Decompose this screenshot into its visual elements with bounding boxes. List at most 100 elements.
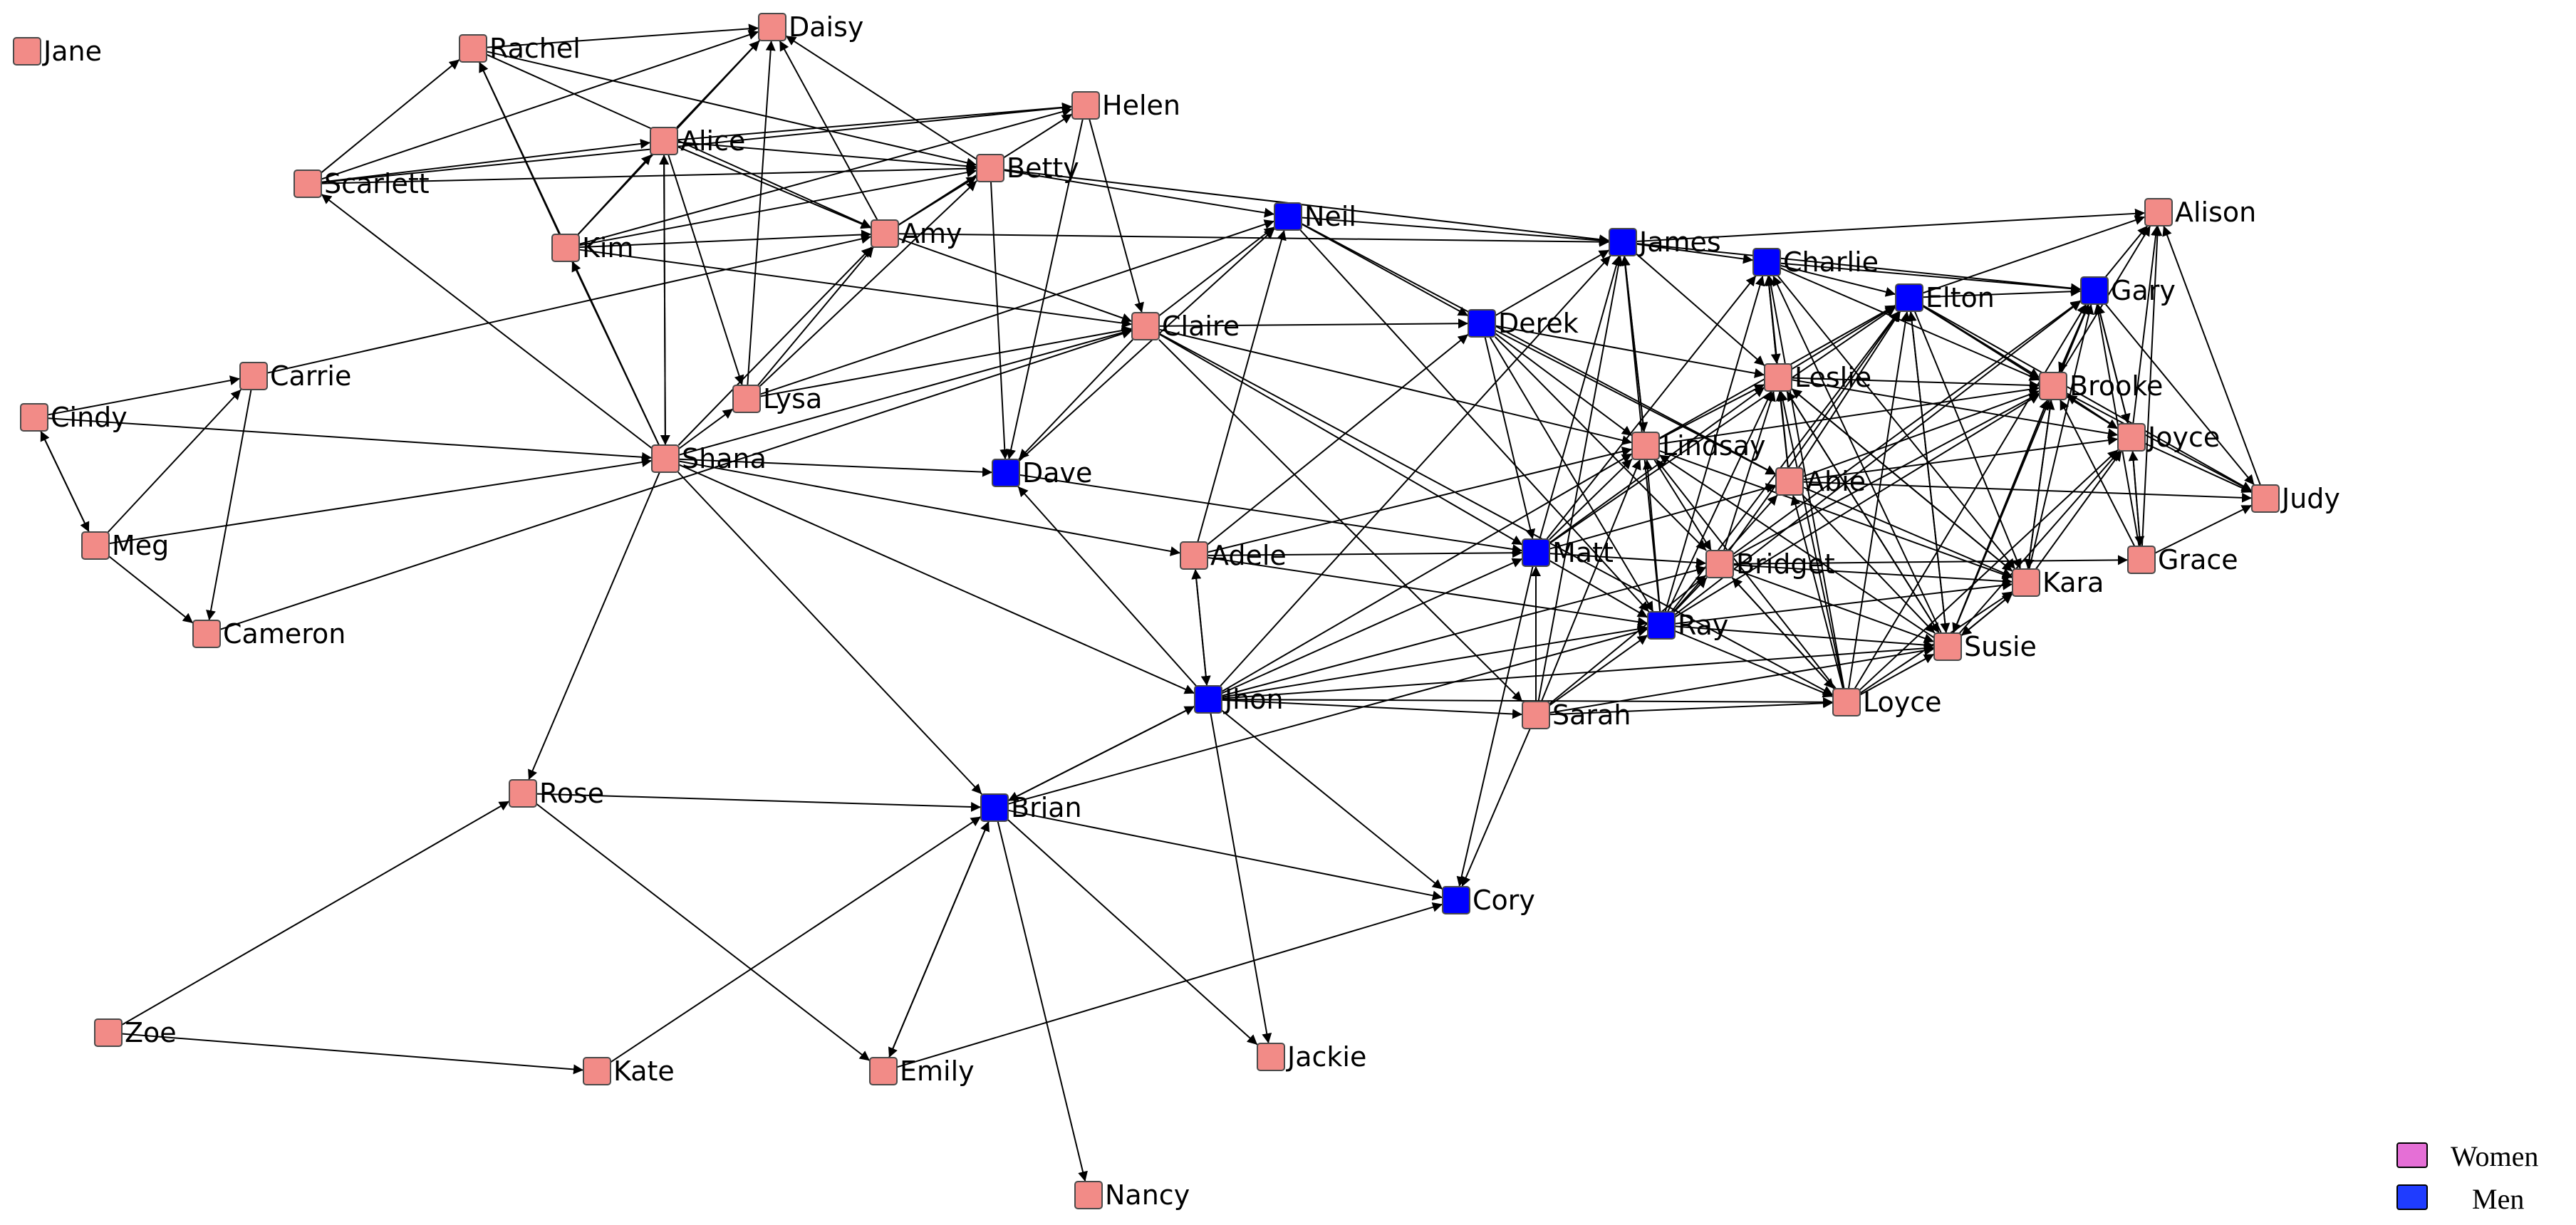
node-betty[interactable]: Betty bbox=[976, 152, 1079, 184]
node-helen[interactable]: Helen bbox=[1071, 90, 1180, 121]
node-brooke[interactable]: Brooke bbox=[2039, 370, 2163, 402]
node-jhon[interactable]: Jhon bbox=[1194, 684, 1284, 715]
node-cory[interactable]: Cory bbox=[1442, 885, 1535, 916]
node-sarah[interactable]: Sarah bbox=[1522, 699, 1631, 731]
node-marker[interactable] bbox=[1933, 632, 1962, 661]
edge-bridget-to-elton bbox=[1728, 311, 1901, 551]
node-alison[interactable]: Alison bbox=[2144, 197, 2256, 228]
node-matt[interactable]: Matt bbox=[1522, 537, 1614, 568]
node-claire[interactable]: Claire bbox=[1131, 311, 1240, 342]
node-lysa[interactable]: Lysa bbox=[732, 383, 822, 415]
node-marker[interactable] bbox=[20, 403, 48, 432]
node-marker[interactable] bbox=[2080, 276, 2109, 305]
node-marker[interactable] bbox=[651, 444, 680, 473]
node-jane[interactable]: Jane bbox=[13, 36, 102, 67]
node-marker[interactable] bbox=[1832, 688, 1861, 716]
node-marker[interactable] bbox=[980, 793, 1009, 822]
node-marker[interactable] bbox=[732, 385, 761, 413]
node-marker[interactable] bbox=[94, 1018, 123, 1047]
node-kate[interactable]: Kate bbox=[583, 1055, 675, 1087]
node-emily[interactable]: Emily bbox=[869, 1055, 975, 1087]
node-label: Scarlett bbox=[324, 168, 430, 199]
node-marker[interactable] bbox=[1442, 886, 1470, 914]
node-leslie[interactable]: Leslie bbox=[1764, 362, 1871, 393]
node-marker[interactable] bbox=[1131, 312, 1160, 340]
node-marker[interactable] bbox=[2251, 484, 2280, 513]
node-marker[interactable] bbox=[1257, 1043, 1285, 1071]
node-marker[interactable] bbox=[1647, 611, 1676, 640]
node-abie[interactable]: Abie bbox=[1775, 466, 1866, 497]
node-marker[interactable] bbox=[1631, 432, 1660, 460]
node-nancy[interactable]: Nancy bbox=[1074, 1179, 1190, 1211]
node-scarlett[interactable]: Scarlett bbox=[294, 168, 430, 199]
node-grace[interactable]: Grace bbox=[2127, 544, 2238, 575]
node-alice[interactable]: Alice bbox=[650, 125, 745, 157]
node-james[interactable]: James bbox=[1609, 226, 1721, 258]
edge-elton-to-kara bbox=[1913, 311, 2022, 570]
node-marker[interactable] bbox=[1074, 1181, 1103, 1209]
node-marker[interactable] bbox=[551, 234, 580, 262]
node-rachel[interactable]: Rachel bbox=[459, 33, 581, 64]
node-marker[interactable] bbox=[2127, 546, 2156, 574]
node-marker[interactable] bbox=[1775, 467, 1804, 496]
node-marker[interactable] bbox=[459, 34, 487, 63]
node-marker[interactable] bbox=[1705, 550, 1734, 578]
node-marker[interactable] bbox=[583, 1057, 611, 1085]
edge-gary-to-alison bbox=[2104, 225, 2149, 278]
node-marker[interactable] bbox=[2144, 198, 2173, 226]
node-marker[interactable] bbox=[2039, 372, 2067, 400]
node-marker[interactable] bbox=[509, 779, 537, 808]
node-marker[interactable] bbox=[1522, 701, 1550, 729]
node-marker[interactable] bbox=[650, 127, 678, 155]
node-marker[interactable] bbox=[239, 362, 268, 390]
node-marker[interactable] bbox=[1274, 202, 1302, 231]
node-marker[interactable] bbox=[1764, 363, 1792, 392]
node-jackie[interactable]: Jackie bbox=[1257, 1041, 1366, 1073]
node-marker[interactable] bbox=[869, 1057, 898, 1085]
node-amy[interactable]: Amy bbox=[871, 218, 962, 249]
node-susie[interactable]: Susie bbox=[1933, 631, 2037, 662]
node-marker[interactable] bbox=[1609, 228, 1637, 256]
node-brian[interactable]: Brian bbox=[980, 792, 1082, 823]
node-marker[interactable] bbox=[992, 459, 1020, 487]
node-marker[interactable] bbox=[1071, 91, 1100, 120]
node-judy[interactable]: Judy bbox=[2251, 483, 2340, 514]
node-daisy[interactable]: Daisy bbox=[758, 11, 863, 43]
node-marker[interactable] bbox=[976, 154, 1004, 182]
node-elton[interactable]: Elton bbox=[1895, 282, 1995, 313]
node-cindy[interactable]: Cindy bbox=[20, 402, 128, 433]
node-ray[interactable]: Ray bbox=[1647, 610, 1728, 641]
node-marker[interactable] bbox=[2012, 568, 2040, 597]
node-marker[interactable] bbox=[192, 620, 221, 648]
node-marker[interactable] bbox=[81, 531, 110, 560]
node-kim[interactable]: Kim bbox=[551, 232, 634, 264]
node-zoe[interactable]: Zoe bbox=[94, 1017, 177, 1048]
node-marker[interactable] bbox=[1522, 538, 1550, 567]
node-charlie[interactable]: Charlie bbox=[1752, 246, 1879, 278]
node-derek[interactable]: Derek bbox=[1468, 308, 1579, 339]
node-rose[interactable]: Rose bbox=[509, 778, 604, 809]
node-adele[interactable]: Adele bbox=[1180, 540, 1287, 571]
node-marker[interactable] bbox=[1752, 248, 1781, 276]
node-marker[interactable] bbox=[1180, 541, 1208, 570]
node-cameron[interactable]: Cameron bbox=[192, 618, 346, 650]
node-marker[interactable] bbox=[871, 219, 899, 248]
node-loyce[interactable]: Loyce bbox=[1832, 687, 1942, 718]
node-dave[interactable]: Dave bbox=[992, 457, 1092, 489]
node-marker[interactable] bbox=[13, 37, 41, 66]
node-neil[interactable]: Neil bbox=[1274, 201, 1356, 232]
node-joyce[interactable]: Joyce bbox=[2117, 422, 2220, 453]
node-marker[interactable] bbox=[294, 170, 322, 198]
node-marker[interactable] bbox=[758, 13, 786, 41]
node-bridget[interactable]: Bridget bbox=[1705, 548, 1835, 580]
node-carrie[interactable]: Carrie bbox=[239, 360, 351, 392]
node-kara[interactable]: Kara bbox=[2012, 567, 2104, 598]
node-marker[interactable] bbox=[1895, 283, 1923, 312]
node-marker[interactable] bbox=[1194, 685, 1222, 714]
node-meg[interactable]: Meg bbox=[81, 530, 169, 561]
node-shana[interactable]: Shana bbox=[651, 443, 767, 474]
node-gary[interactable]: Gary bbox=[2080, 275, 2176, 306]
node-marker[interactable] bbox=[2117, 423, 2146, 452]
node-lindsay[interactable]: Lindsay bbox=[1631, 430, 1766, 462]
node-marker[interactable] bbox=[1468, 309, 1496, 338]
